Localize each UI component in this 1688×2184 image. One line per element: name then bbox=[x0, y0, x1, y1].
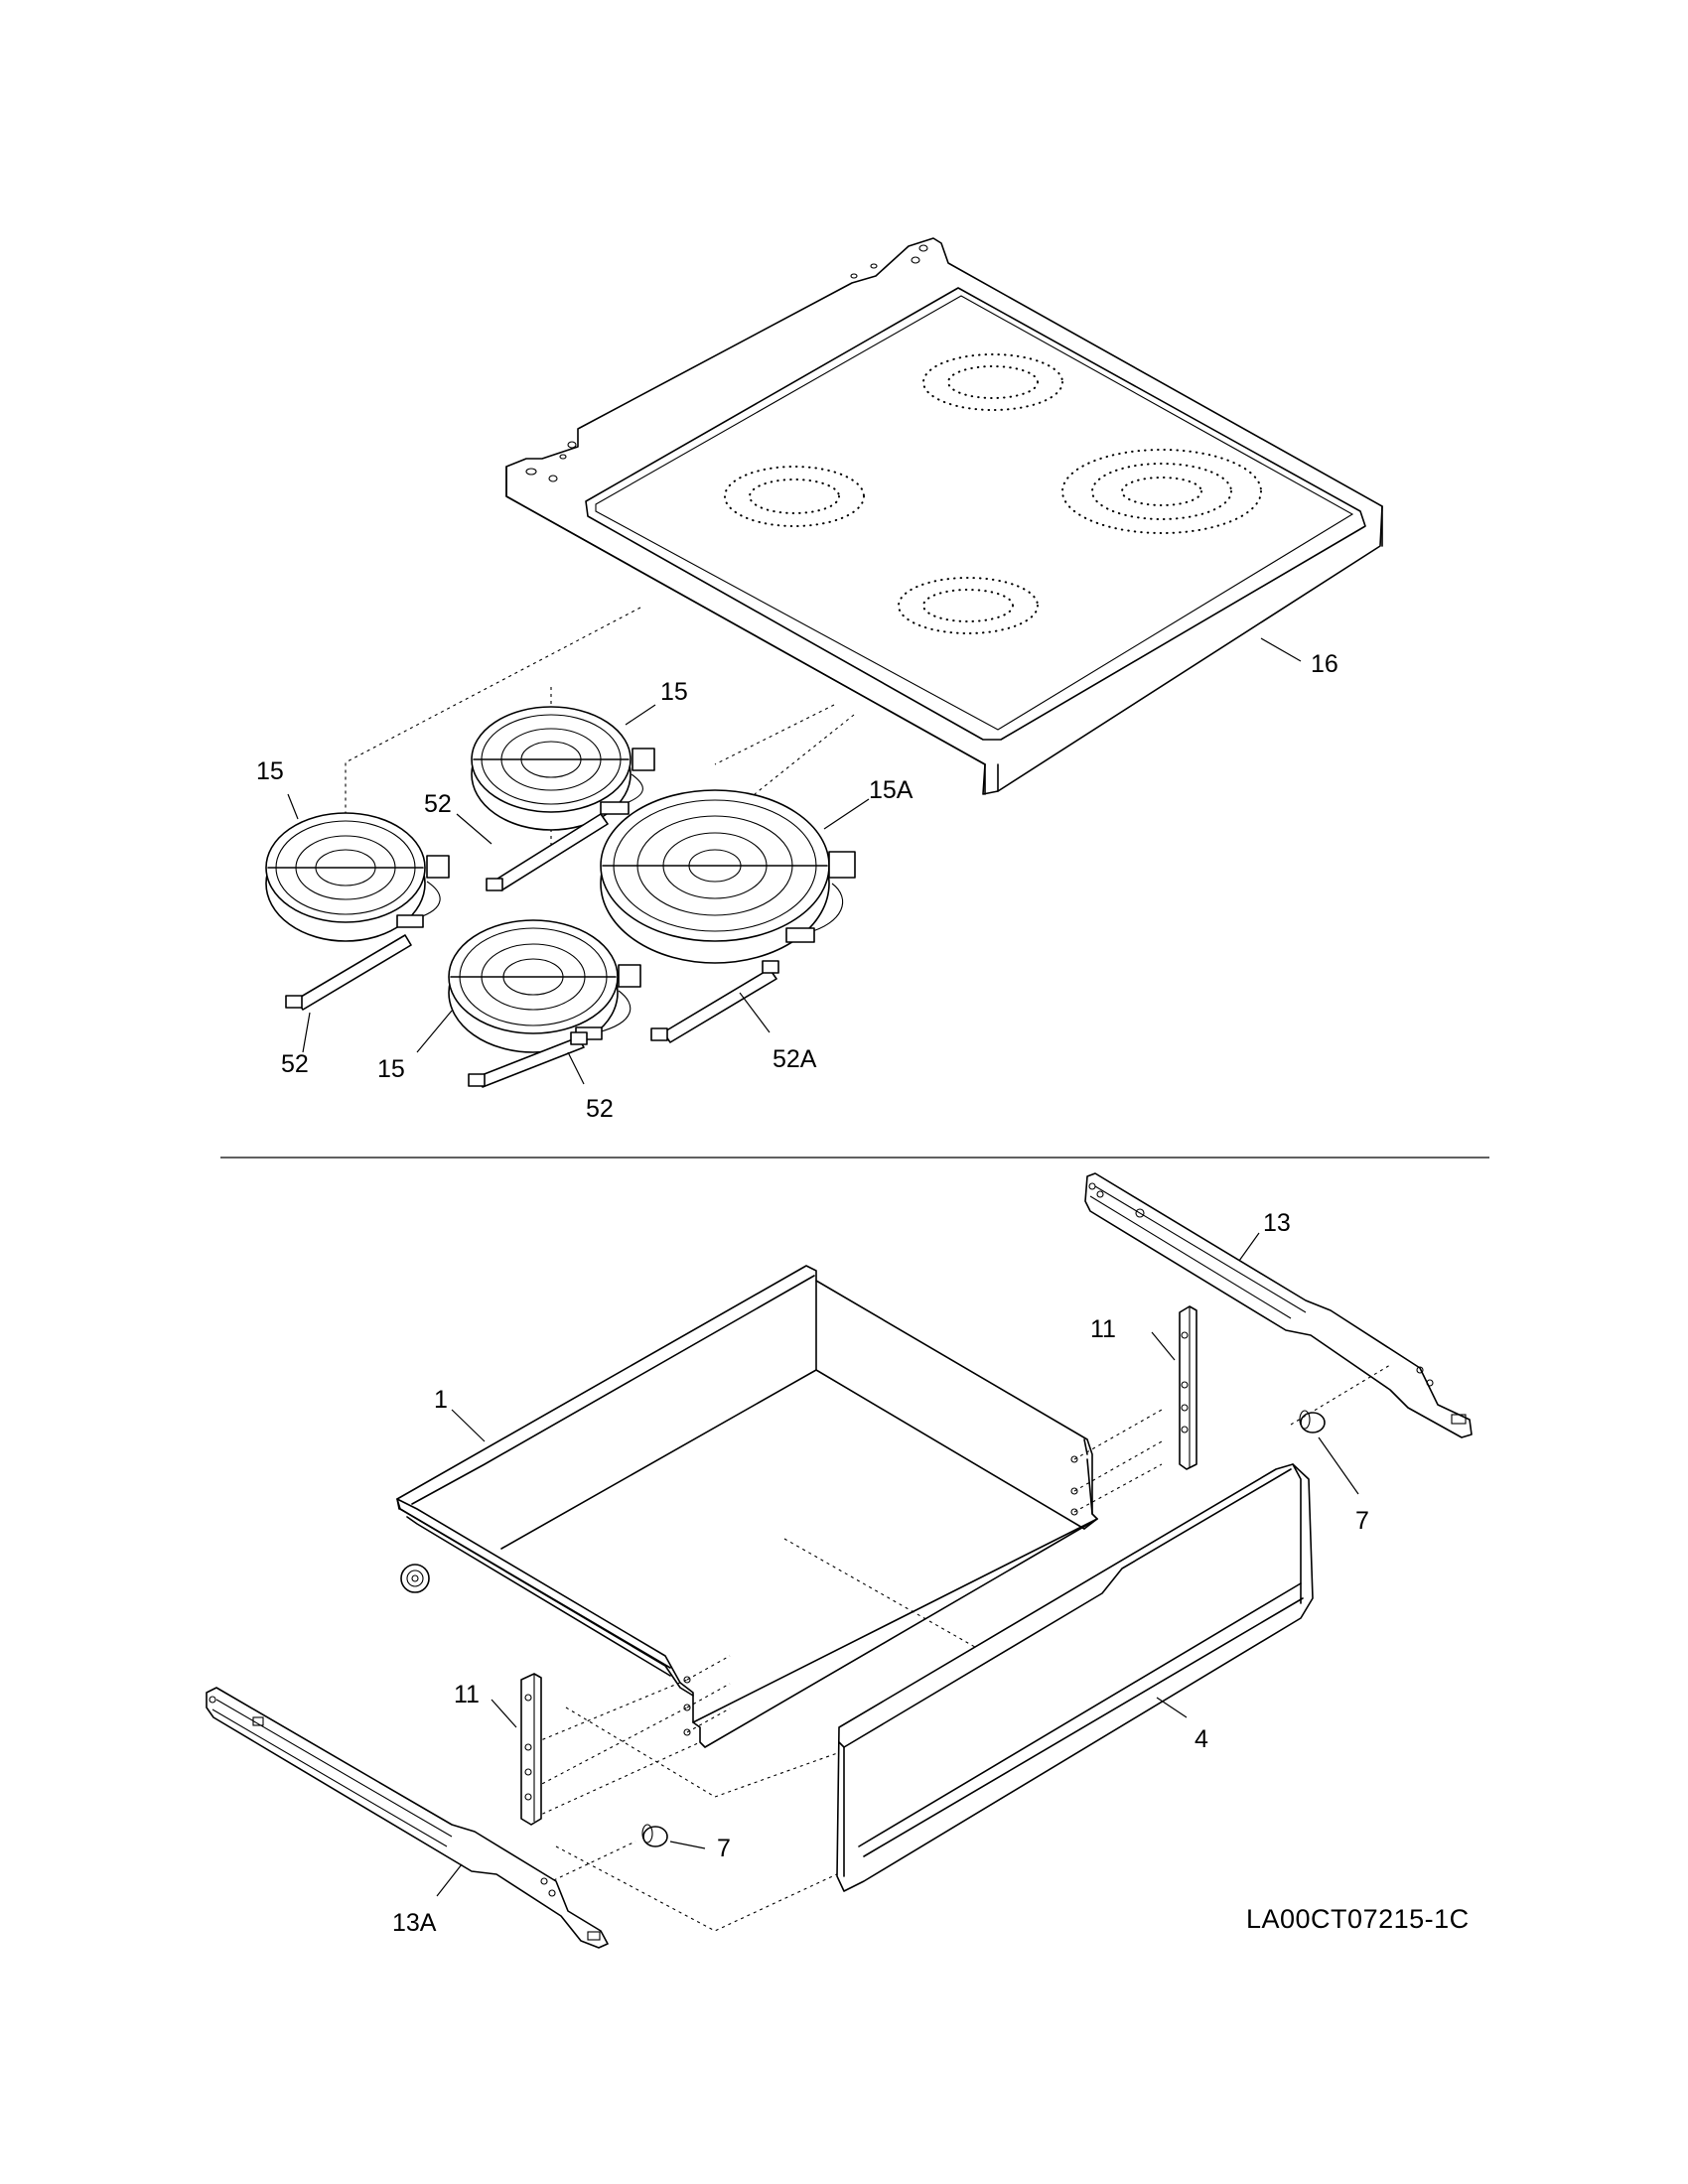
callout-52-upper: 52 bbox=[424, 790, 452, 818]
radiant-element-front: 15 bbox=[377, 919, 641, 1083]
diagram-reference-code: LA00CT07215-1C bbox=[1246, 1904, 1470, 1934]
element-strap-center: 52 bbox=[468, 1031, 614, 1123]
bracket-left: 11 bbox=[454, 1673, 542, 1826]
element-strap-large: 52A bbox=[650, 960, 817, 1073]
radiant-element-left: 15 bbox=[256, 757, 450, 942]
drawer-slide-right: 13 bbox=[1084, 1172, 1473, 1438]
bracket-right: 11 bbox=[1090, 1305, 1197, 1470]
drawer-slide-left: 13A bbox=[206, 1687, 609, 1949]
callout-15-front: 15 bbox=[377, 1055, 405, 1083]
callout-15-rear: 15 bbox=[660, 678, 688, 706]
callout-52-left: 52 bbox=[281, 1050, 309, 1078]
callout-7-right: 7 bbox=[1355, 1507, 1369, 1535]
element-strap-upper: 52 bbox=[424, 790, 609, 891]
callout-15-left: 15 bbox=[256, 757, 284, 785]
radiant-element-rear: 15 bbox=[471, 678, 688, 831]
projection-lines-bottom bbox=[535, 1364, 1391, 1932]
radiant-element-large: 15A bbox=[600, 776, 914, 964]
roller-left: 7 bbox=[641, 1824, 731, 1862]
drawer-front: 4 bbox=[836, 1463, 1314, 1892]
callout-11-right: 11 bbox=[1090, 1315, 1116, 1343]
callout-7-left: 7 bbox=[717, 1835, 731, 1862]
drawer-body: 1 bbox=[396, 1265, 1098, 1748]
callout-15A: 15A bbox=[869, 776, 914, 804]
element-strap-left: 52 bbox=[281, 934, 412, 1078]
callout-13: 13 bbox=[1263, 1209, 1291, 1237]
callout-4: 4 bbox=[1195, 1725, 1208, 1753]
roller-right: 7 bbox=[1299, 1410, 1369, 1535]
callout-1: 1 bbox=[434, 1386, 448, 1414]
callout-52A: 52A bbox=[773, 1045, 817, 1073]
callout-11-left: 11 bbox=[454, 1681, 480, 1708]
callout-52-center: 52 bbox=[586, 1095, 614, 1123]
callout-13A: 13A bbox=[392, 1909, 437, 1937]
cooktop-glass: 16 bbox=[505, 237, 1383, 795]
callout-16: 16 bbox=[1311, 650, 1338, 678]
